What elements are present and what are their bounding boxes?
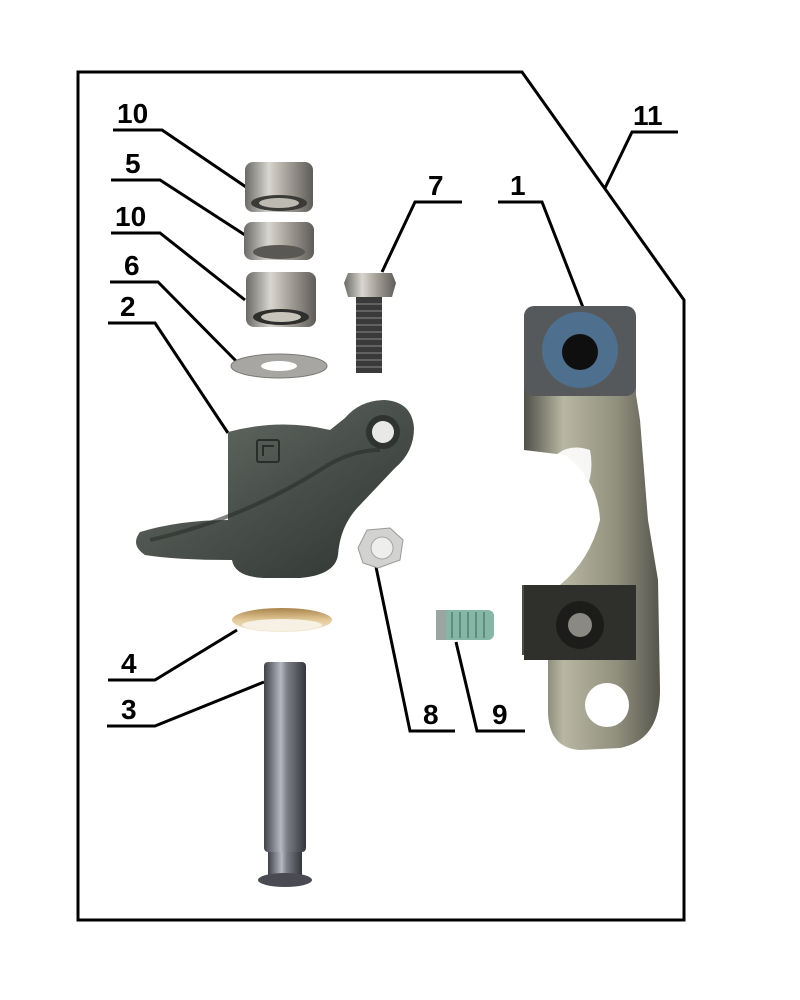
callout-6: 6: [124, 250, 140, 281]
leader-line-7: [380, 200, 462, 273]
needle-bearing-lower: [246, 272, 316, 327]
callout-3: 3: [121, 694, 137, 725]
spacer-bushing: [244, 222, 314, 260]
leader-line-10a: [113, 128, 247, 189]
leader-line-11: [603, 130, 678, 189]
bronze-thrust-washer: [232, 608, 332, 632]
callout-8: 8: [423, 699, 439, 730]
leader-lines: [107, 128, 678, 733]
leader-line-2: [108, 321, 230, 434]
leader-line-4: [108, 628, 238, 682]
callout-2: 2: [120, 291, 136, 322]
flat-washer: [230, 353, 328, 379]
leader-line-1: [498, 200, 586, 311]
callout-4: 4: [121, 648, 137, 679]
callout-7: 7: [428, 170, 444, 201]
bracket: [522, 306, 660, 750]
leader-line-6: [110, 280, 242, 367]
leader-line-5: [111, 178, 246, 237]
leader-line-10b: [111, 231, 246, 302]
leader-line-8: [374, 566, 455, 733]
rocker-arm-body: [136, 400, 414, 578]
needle-bearing-upper: [245, 162, 313, 212]
callout-10-lower: 10: [115, 201, 147, 232]
hex-nut: [357, 527, 404, 569]
callout-10-upper: 10: [117, 98, 149, 129]
leader-line-9: [454, 641, 525, 733]
callout-1: 1: [510, 170, 526, 201]
callout-11: 11: [633, 100, 663, 131]
set-screw: [436, 610, 494, 640]
callout-5: 5: [125, 148, 141, 179]
leader-line-3: [107, 680, 265, 728]
hex-bolt: [344, 273, 396, 373]
assembly-outline: [76, 70, 686, 922]
pivot-pin: [258, 662, 312, 887]
callout-9: 9: [492, 699, 508, 730]
